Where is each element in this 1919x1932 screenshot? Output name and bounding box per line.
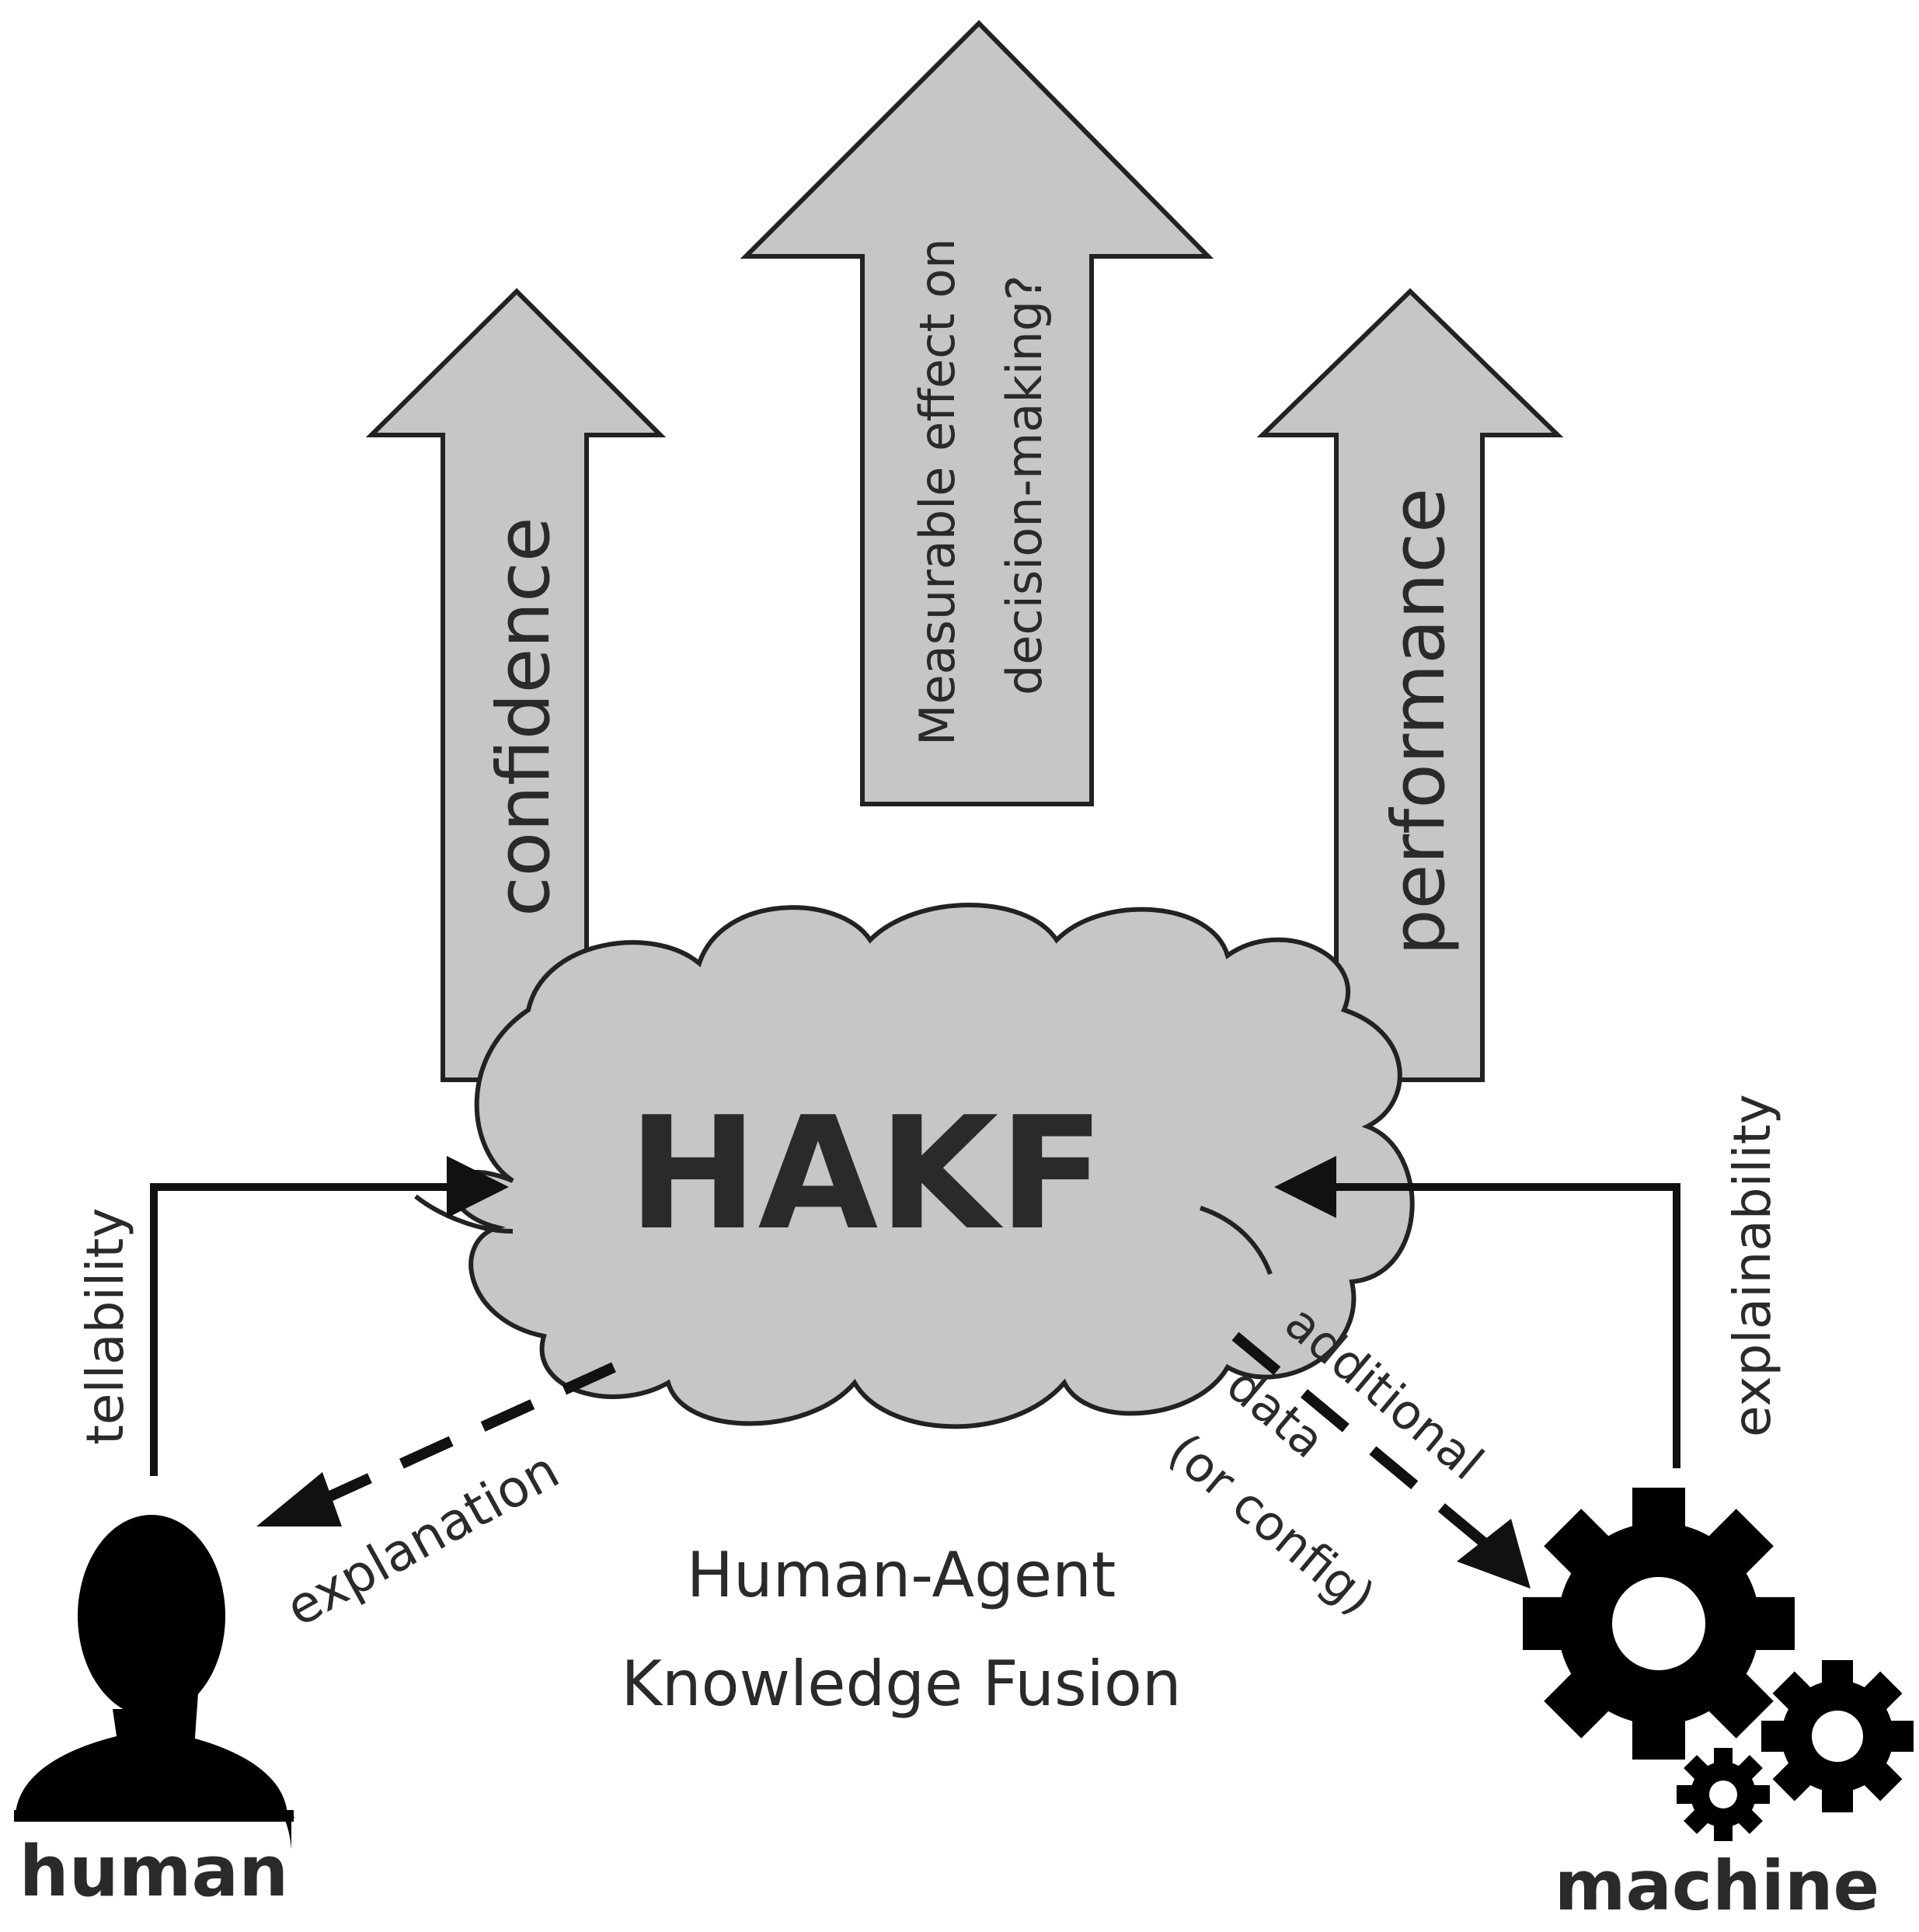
performance-arrow xyxy=(1256,287,1564,1082)
explainability-connector xyxy=(1329,1183,1680,1468)
explanation-arrowhead xyxy=(256,1472,342,1526)
person-silhouette-icon xyxy=(14,1515,295,1849)
tellability-connector xyxy=(150,1183,454,1476)
explanation-label: explanation xyxy=(276,1440,569,1638)
additional-data-connector xyxy=(1231,1332,1492,1551)
decision-making-arrow xyxy=(740,19,1214,806)
decision-making-label-line2: decision-making? xyxy=(996,275,1053,695)
hakf-label: HAKF xyxy=(628,1084,1105,1265)
performance-label: performance xyxy=(1377,488,1461,956)
gears-icon xyxy=(1523,1488,1914,1841)
subtitle-line2: Knowledge Fusion xyxy=(621,1648,1181,1720)
hakf-cloud xyxy=(414,903,1415,1429)
tellability-arrowhead xyxy=(447,1156,509,1218)
subtitle-line1: Human-Agent xyxy=(687,1539,1116,1611)
confidence-label: confidence xyxy=(482,517,566,917)
explainability-label: explainability xyxy=(1722,1094,1782,1437)
machine-label: machine xyxy=(1555,1846,1879,1926)
or-config-label: (or config) xyxy=(1158,1422,1385,1626)
explanation-connector xyxy=(312,1362,616,1509)
human-label: human xyxy=(19,1831,289,1913)
decision-making-label-line1: Measurable effect on xyxy=(909,238,966,746)
tellability-label: tellability xyxy=(75,1208,135,1445)
explainability-arrowhead xyxy=(1274,1156,1336,1218)
additional-data-arrowhead xyxy=(1457,1519,1531,1589)
